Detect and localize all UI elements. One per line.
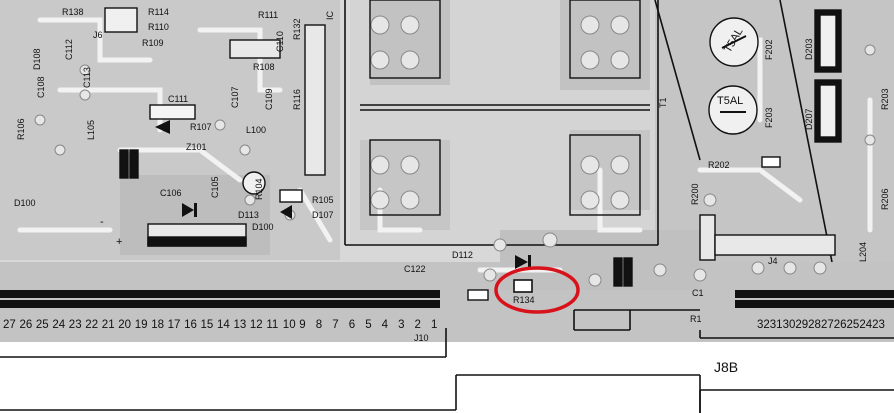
- j8b-pads: [735, 290, 894, 308]
- j10-pin-25: 25: [36, 319, 49, 331]
- label-r114: R114: [148, 7, 169, 17]
- j10-pin-22: 22: [85, 319, 98, 331]
- j10-pin-14: 14: [217, 319, 230, 331]
- label-r202: R202: [708, 160, 730, 170]
- label-c106: C106: [160, 188, 182, 198]
- label-c109: C109: [264, 88, 274, 110]
- label-j10: J10: [414, 333, 429, 343]
- j10-pin-27: 27: [3, 319, 16, 331]
- label-t5al-bottom: T5AL: [717, 95, 743, 107]
- j10-pin-16: 16: [184, 319, 197, 331]
- label-plus: +: [116, 236, 122, 248]
- j10-pin-17: 17: [168, 319, 181, 331]
- vias: [34, 15, 876, 287]
- label-d203: D203: [804, 38, 814, 60]
- label-d107: D107: [312, 210, 334, 220]
- j10-pin-13: 13: [234, 319, 247, 331]
- label-c108: C108: [36, 76, 46, 98]
- label-c111: C111: [168, 94, 188, 104]
- label-f203: F203: [764, 107, 774, 128]
- j10-pin-6: 6: [349, 319, 355, 331]
- j10-pin-23: 23: [69, 319, 82, 331]
- label-f202: F202: [764, 39, 774, 60]
- j10-pin-11: 11: [266, 319, 278, 331]
- fuse-marks: [720, 35, 747, 113]
- label-d112: D112: [452, 250, 473, 260]
- label-d113: D113: [238, 210, 259, 220]
- label-ic: IC: [325, 10, 335, 20]
- j10-pin-10: 10: [283, 319, 296, 331]
- j10-pin-2: 2: [415, 319, 421, 331]
- label-j4: J4: [768, 256, 778, 266]
- label-c113: C113: [82, 67, 92, 88]
- j10-pin-8: 8: [316, 319, 322, 331]
- label-d108: D108: [32, 48, 42, 70]
- j10-pads: [0, 290, 440, 308]
- label-r105: R105: [312, 195, 334, 205]
- j10-pin-26: 26: [20, 319, 33, 331]
- label-d100-b: D100: [252, 222, 274, 232]
- label-r200: R200: [690, 183, 700, 205]
- label-d100: D100: [14, 198, 36, 208]
- j10-pin-7: 7: [332, 319, 338, 331]
- j10-pin-21: 21: [102, 319, 115, 331]
- label-j8b: J8B: [714, 359, 738, 375]
- label-r116: R116: [292, 89, 302, 110]
- label-r106: R106: [16, 118, 26, 140]
- label-r206: R206: [880, 188, 890, 210]
- j10-pin-3: 3: [398, 319, 404, 331]
- label-t1: T1: [658, 97, 668, 108]
- label-r134: R134: [513, 295, 535, 305]
- label-r132: R132: [292, 18, 302, 40]
- label-c110: C110: [275, 31, 285, 52]
- label-l105: L105: [86, 120, 96, 140]
- label-z101: Z101: [186, 142, 207, 152]
- j10-pin-12: 12: [250, 319, 263, 331]
- label-c1: C1: [692, 288, 704, 298]
- j10-pin-1: 1: [431, 319, 437, 331]
- label-r110: R110: [148, 22, 169, 32]
- label-r108: R108: [253, 62, 275, 72]
- label-j6: J6: [93, 30, 103, 40]
- label-minus: -: [100, 216, 104, 228]
- components: [104, 0, 842, 301]
- label-l100: L100: [246, 125, 266, 135]
- j10-pin-18: 18: [151, 319, 164, 331]
- label-r107: R107: [190, 122, 212, 132]
- label-r111: R111: [258, 10, 278, 20]
- label-l204: L204: [858, 242, 868, 262]
- label-r138: R138: [62, 7, 84, 17]
- label-c112: C112: [64, 39, 74, 60]
- j10-pin-4: 4: [382, 319, 389, 331]
- label-c105: C105: [210, 176, 220, 198]
- j10-pin-9: 9: [299, 319, 305, 331]
- label-r203: R203: [880, 88, 890, 110]
- j10-pin-19: 19: [135, 319, 148, 331]
- label-c122: C122: [404, 264, 426, 274]
- label-r1: R1: [690, 314, 702, 324]
- label-r104: R104: [254, 178, 264, 200]
- label-c107: C107: [230, 86, 240, 108]
- highlight-ellipse: [494, 266, 580, 314]
- j10-pin-20: 20: [118, 319, 131, 331]
- j10-pin-24: 24: [52, 319, 65, 331]
- label-r109: R109: [142, 38, 164, 48]
- diodes: [155, 120, 531, 269]
- j10-pin-15: 15: [201, 319, 214, 331]
- label-d207: D207: [804, 108, 814, 130]
- j8b-pin-row: 32313029282726252423: [757, 319, 885, 331]
- j10-pin-5: 5: [365, 319, 371, 331]
- component-labels: R138 R114 R110 R111 J6 R109 R132 IC D108…: [14, 7, 890, 375]
